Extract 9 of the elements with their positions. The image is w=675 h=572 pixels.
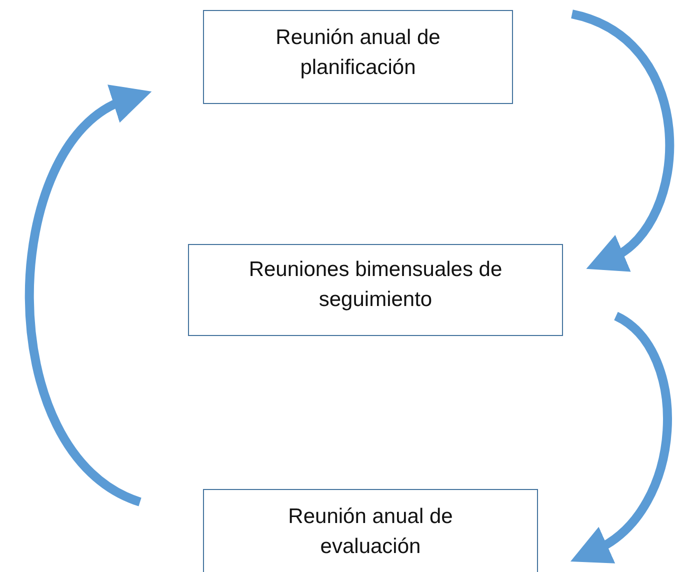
curved-arrow (572, 312, 672, 564)
box-label: Reunión anual de evaluación (287, 504, 454, 560)
curved-arrow (24, 86, 150, 506)
process-box (203, 489, 538, 572)
curved-arrow (570, 10, 674, 273)
box-label: Reuniones bimensuales de seguimiento (248, 257, 504, 313)
process-box (188, 244, 563, 336)
box-label: Reunión anual de planificación (274, 25, 442, 81)
process-box (203, 10, 513, 104)
